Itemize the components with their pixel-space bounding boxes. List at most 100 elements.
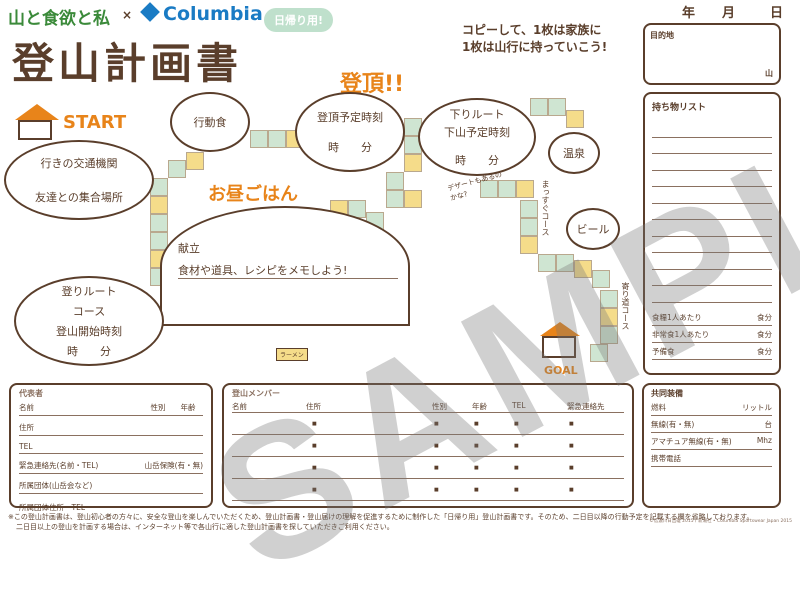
item-blank-line[interactable] [652, 270, 772, 286]
path-tile [150, 214, 168, 232]
date-month[interactable]: 月 [722, 6, 736, 21]
path-tile [168, 160, 186, 178]
bullet-mark: ■ [569, 443, 574, 449]
item-blank-line[interactable] [652, 253, 772, 270]
item-blank-line[interactable] [652, 154, 772, 171]
menu-hint: 食材や道具、レシピをメモしよう! [178, 262, 398, 279]
mountain-suffix: 山 [765, 69, 773, 78]
path-tile [386, 190, 404, 208]
bullet-mark: ■ [514, 487, 519, 493]
items-list-title: 持ち物リスト [652, 103, 707, 113]
destination-label: 目的地 [650, 31, 674, 40]
path-tile [600, 290, 618, 308]
equipment-box[interactable]: 共同装備 燃料リットル 無線(有・無)台 アマチュア無線(有・無)Mhz 携帯電… [642, 383, 781, 508]
note-line: 1枚は山行に持っていこう! [462, 40, 608, 54]
copyright: ©信濃川日出雄 2015 / 新潮社 • Columbia Sportswear… [649, 519, 792, 524]
hour: 時 [455, 154, 466, 167]
member-row[interactable]: ■■■■■ [232, 413, 624, 435]
member-row[interactable]: ■■■■■ [232, 457, 624, 479]
columbia-diamond-icon [140, 2, 160, 22]
member-row[interactable]: ■■■■■ [232, 479, 624, 501]
date-day[interactable]: 日 [770, 6, 784, 21]
equipment-title: 共同装備 [651, 389, 683, 398]
transport-bubble[interactable]: 行きの交通機関 友達との集合場所 [4, 140, 154, 220]
logo-yama-shokuyoku: 山と食欲と私 [8, 9, 110, 29]
mobile-phone-field: 携帯電話 [651, 454, 681, 463]
lunch-title: お昼ごはん [208, 184, 298, 205]
goal-label: GOAL [544, 364, 578, 377]
item-blank-line[interactable] [652, 204, 772, 220]
path-tile [386, 172, 404, 190]
amateur-radio-field: アマチュア無線(有・無) [651, 437, 732, 446]
path-tile [600, 326, 618, 344]
lunch-menu-area[interactable]: 献立 食材や道具、レシピをメモしよう! [160, 206, 410, 326]
item-blank-line[interactable] [652, 121, 772, 138]
bullet-mark: ■ [514, 421, 519, 427]
bullet-mark: ■ [514, 443, 519, 449]
item-blank-line[interactable] [652, 171, 772, 187]
bullet-mark: ■ [474, 465, 479, 471]
members-column-header: TEL [512, 401, 526, 410]
tel-field: TEL [19, 442, 33, 451]
columbia-logo: Columbia [140, 2, 263, 25]
summit-bubble[interactable]: 登頂予定時刻 時 分 [295, 92, 405, 172]
path-tile [600, 308, 618, 326]
emergency-field: 緊急連絡先(名前・TEL) [19, 461, 99, 470]
item-blank-line[interactable] [652, 286, 772, 303]
house-icon [15, 104, 59, 140]
course-label: コース [72, 305, 106, 318]
ascent-bubble[interactable]: 登りルート コース 登山開始時刻 時 分 [14, 276, 164, 366]
path-tile [556, 254, 574, 272]
member-row[interactable]: ■■■■■ [232, 435, 624, 457]
members-title: 登山メンバー [232, 389, 280, 398]
cross-mark: × [122, 8, 133, 22]
bullet-mark: ■ [514, 465, 519, 471]
destination-box[interactable]: 目的地 山 [643, 23, 781, 85]
item-blank-line[interactable] [652, 138, 772, 154]
item-blank-line[interactable] [652, 220, 772, 237]
path-tile [404, 154, 422, 172]
items-list-box[interactable]: 持ち物リスト 食糧1人あたり食分 非常食1人あたり食分 予備食食分 [643, 92, 781, 375]
bullet-mark: ■ [474, 487, 479, 493]
unit: 食分 [757, 346, 772, 356]
bullet-mark: ■ [312, 443, 317, 449]
path-tile [268, 130, 286, 148]
path-tile [520, 236, 538, 254]
leader-box[interactable]: 代表者 名前性別 年齢 住所 TEL 緊急連絡先(名前・TEL)山岳保険(有・無… [9, 383, 213, 512]
item-blank-line[interactable] [652, 237, 772, 253]
brand-name: Columbia [163, 3, 263, 25]
start-label: START [63, 112, 127, 133]
summit-time-label: 登頂予定時刻 [317, 111, 383, 124]
name-field: 名前 [19, 403, 34, 412]
leader-title: 代表者 [19, 389, 43, 398]
members-column-header: 年齢 [472, 402, 487, 411]
date-year[interactable]: 年 [682, 6, 696, 21]
bullet-mark: ■ [312, 465, 317, 471]
beer-bubble: ビール [566, 208, 620, 250]
unit: 食分 [757, 329, 772, 339]
footer-line-1: ※この登山計画書は、登山初心者の方々に、安全な登山を楽しんでいただくため、登山計… [8, 513, 754, 521]
path-tile [574, 260, 592, 278]
unit: Mhz [756, 436, 772, 445]
bullet-mark: ■ [434, 421, 439, 427]
age-field: 年齢 [180, 403, 196, 412]
bullet-mark: ■ [434, 487, 439, 493]
straight-course-label: まっすぐコース [541, 180, 550, 236]
item-blank-line[interactable] [652, 187, 772, 204]
bullet-mark: ■ [312, 421, 317, 427]
food-per-person: 食糧1人あたり [652, 312, 702, 322]
path-tile [516, 180, 534, 198]
unit: 台 [764, 420, 773, 429]
path-tile [520, 200, 538, 218]
descent-bubble[interactable]: 下りルート 下山予定時刻 時 分 [418, 98, 536, 176]
day-trip-badge: 日帰り用! [264, 8, 334, 32]
bullet-mark: ■ [434, 443, 439, 449]
minute: 分 [100, 345, 111, 358]
path-tile [538, 254, 556, 272]
fuel-field: 燃料 [651, 403, 666, 412]
path-tile [590, 344, 608, 362]
snack-bubble[interactable]: 行動食 [170, 92, 250, 152]
path-tile [250, 130, 268, 148]
